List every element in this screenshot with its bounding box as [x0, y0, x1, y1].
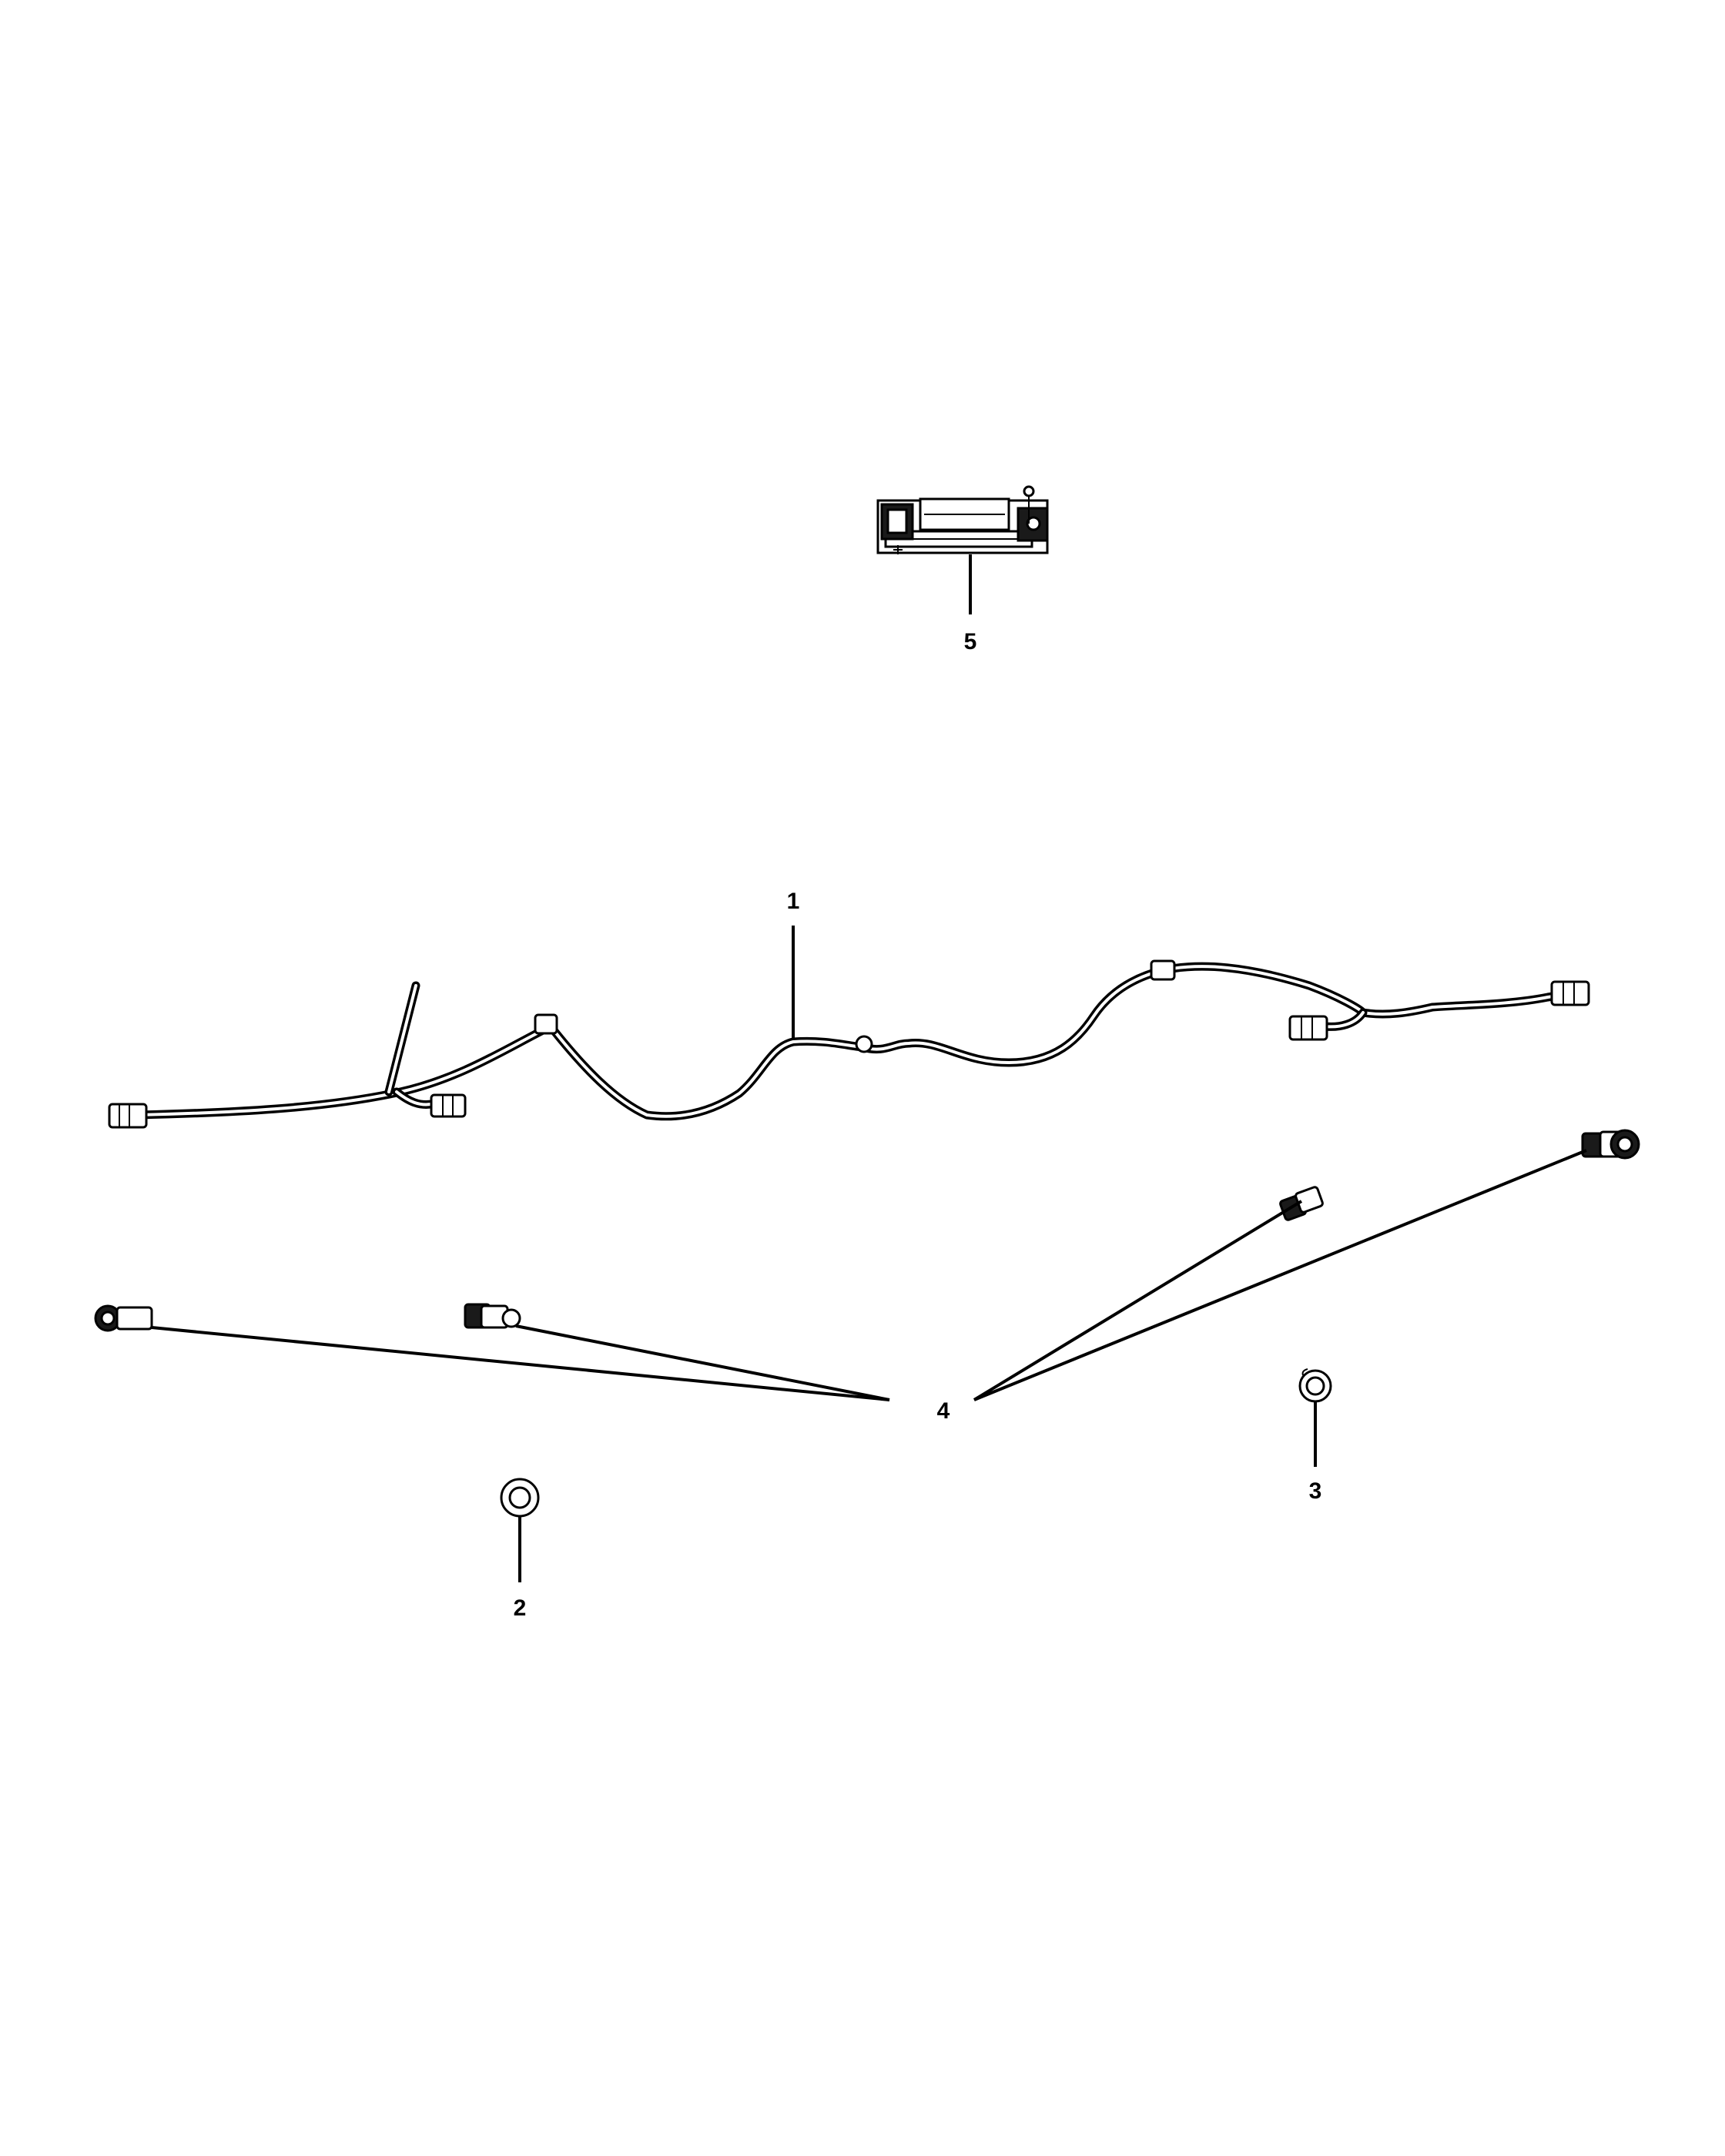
callout-2: 2	[514, 1595, 527, 1621]
sensor-3	[1279, 1186, 1324, 1221]
sensor-1	[94, 1304, 153, 1332]
sensor-4	[1581, 1129, 1640, 1160]
bezel-left	[500, 1478, 540, 1518]
leader-lines	[151, 554, 1587, 1582]
park-assist-module	[876, 485, 1049, 554]
callout-3: 3	[1309, 1478, 1322, 1504]
bezel-right	[1298, 1368, 1332, 1403]
callout-5: 5	[964, 629, 977, 654]
callout-4: 4	[937, 1398, 950, 1424]
sensor-2	[464, 1303, 521, 1329]
callout-1: 1	[787, 889, 800, 914]
wiring-harness	[108, 959, 1590, 1129]
